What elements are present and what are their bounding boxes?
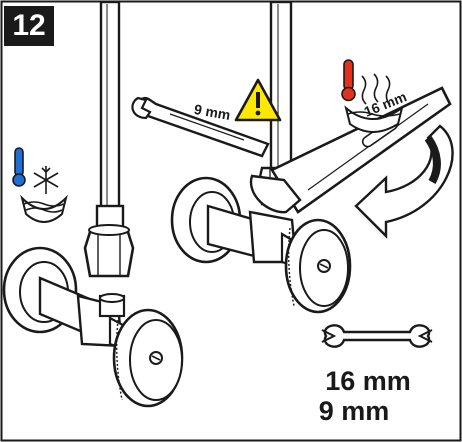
rotation-arrow-icon: [354, 124, 454, 239]
open-end-wrench-icon: [321, 324, 433, 348]
step-number-badge: 12: [4, 6, 54, 46]
left-supply-pipe: [83, 0, 135, 278]
thermometer-steam-icon: [341, 59, 404, 133]
wrench-size-primary: 16 mm: [325, 366, 411, 396]
right-angle-valve: [170, 176, 352, 314]
small-wrench-9mm: [131, 96, 270, 158]
left-angle-valve: [2, 246, 184, 408]
warning-triangle-icon: [234, 78, 282, 122]
wrench-size-secondary: 9 mm: [318, 396, 390, 426]
snowflake-water-icon: [12, 147, 68, 223]
